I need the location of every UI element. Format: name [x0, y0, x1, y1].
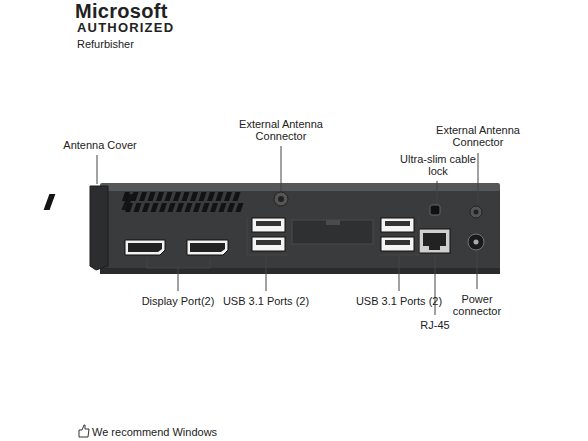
pc-bottom-edge — [100, 268, 500, 274]
part-label: Power connector — [447, 293, 507, 317]
vent-slot — [233, 192, 241, 201]
vent-slot — [151, 203, 159, 212]
vent-slot — [219, 203, 227, 212]
vent-slot — [216, 192, 224, 201]
vent-slot — [148, 192, 156, 201]
vent-slot — [159, 203, 167, 212]
cable-lock-slot — [430, 205, 440, 215]
vent-slot — [156, 192, 164, 201]
vent-slot — [224, 192, 232, 201]
vent-slot — [139, 192, 147, 201]
vent-slot — [202, 203, 210, 212]
vents — [44, 194, 134, 210]
part-label: USB 3.1 Ports (2) — [349, 295, 449, 307]
antenna-connector — [274, 192, 288, 206]
vent-slot — [131, 192, 139, 201]
leader-lines — [97, 146, 478, 315]
antenna-connector — [470, 206, 482, 218]
part-label: USB 3.1 Ports (2) — [216, 295, 316, 307]
panel-tab — [326, 220, 340, 225]
footer-note: We recommend Windows — [92, 426, 292, 438]
vent-slot — [227, 203, 235, 212]
logo-text: Microsoft — [75, 0, 235, 22]
pc-body — [100, 186, 500, 274]
vent-slot — [236, 203, 244, 212]
vent-slot — [185, 203, 193, 212]
vent-slot — [193, 203, 201, 212]
vent-slot — [142, 203, 150, 212]
logo-text: AUTHORIZED — [77, 21, 237, 35]
pc-top-edge — [100, 183, 500, 191]
usb-ports-right — [381, 218, 414, 251]
vent-slot — [165, 192, 173, 201]
rj45-port — [419, 229, 450, 253]
thumb-icon — [79, 425, 89, 437]
vent-slot — [190, 192, 198, 201]
logo-text: Refurbisher — [77, 38, 237, 50]
part-label: Ultra-slim cable lock — [398, 153, 478, 177]
part-label: External Antenna Connector — [236, 118, 326, 142]
vent-slot — [182, 192, 190, 201]
vent-slot — [176, 203, 184, 212]
part-label: RJ-45 — [405, 319, 465, 331]
vent-slot — [173, 192, 181, 201]
vent-slot — [122, 192, 130, 201]
part-label: External Antenna Connector — [433, 124, 523, 148]
vent-slot — [199, 192, 207, 201]
usb-ports-left — [252, 218, 285, 251]
power-jack — [468, 234, 484, 250]
io-panel — [292, 220, 373, 244]
display-ports — [125, 240, 228, 255]
vent-slot — [125, 203, 133, 212]
vent-grid — [122, 192, 244, 212]
vent-slot — [210, 203, 218, 212]
part-label: Antenna Cover — [60, 139, 140, 151]
part-label: Display Port(2) — [128, 295, 228, 307]
vent-slot — [207, 192, 215, 201]
antenna-cover — [90, 186, 108, 270]
vent-slot — [134, 203, 142, 212]
vent-slot — [168, 203, 176, 212]
